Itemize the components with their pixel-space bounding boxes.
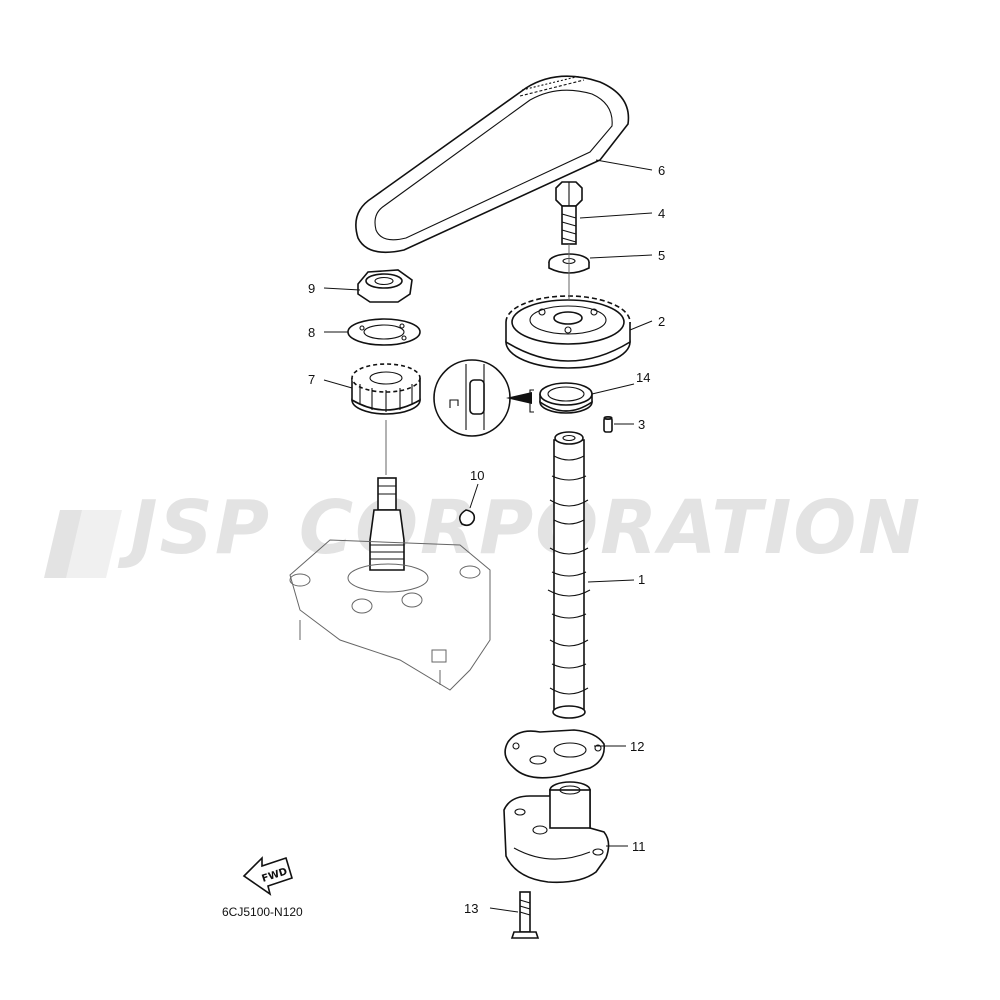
callout-5: 5 bbox=[658, 248, 665, 263]
watermark-text: JSP CORPORATION bbox=[117, 485, 922, 571]
callout-2: 2 bbox=[658, 314, 665, 329]
crankshaft-block bbox=[289, 477, 491, 691]
callout-13: 13 bbox=[464, 901, 478, 916]
watermark: JSP CORPORATION bbox=[44, 485, 922, 578]
timing-belt bbox=[355, 75, 630, 254]
camshaft-pulley bbox=[505, 295, 631, 369]
callout-4: 4 bbox=[658, 206, 665, 221]
callout-1: 1 bbox=[638, 572, 645, 587]
plate-washer bbox=[347, 318, 421, 346]
callout-11: 11 bbox=[632, 839, 646, 854]
callout-10: 10 bbox=[470, 468, 484, 483]
pulley-nut bbox=[357, 269, 413, 303]
callout-8: 8 bbox=[308, 325, 315, 340]
oil-pump-bolt bbox=[510, 891, 540, 939]
leader-lines bbox=[323, 159, 653, 913]
callout-7: 7 bbox=[308, 372, 315, 387]
dowel-pin bbox=[603, 415, 613, 433]
callout-12: 12 bbox=[630, 739, 644, 754]
callout-9: 9 bbox=[308, 281, 315, 296]
oil-seal-detail-view bbox=[433, 359, 532, 437]
woodruff-key bbox=[458, 509, 476, 527]
diagram-code: 6CJ5100-N120 bbox=[222, 905, 303, 919]
oil-pump-gasket bbox=[504, 729, 606, 779]
watermark-logo-icon bbox=[44, 510, 122, 578]
callout-14: 14 bbox=[636, 370, 650, 385]
camshaft bbox=[547, 431, 591, 719]
driven-pulley bbox=[351, 363, 421, 415]
oil-seal bbox=[529, 382, 593, 414]
callout-3: 3 bbox=[638, 417, 645, 432]
cam-pulley-bolt bbox=[555, 181, 583, 245]
oil-pump bbox=[503, 781, 610, 884]
callouts: 6 4 5 2 14 3 1 12 11 13 9 8 7 10 bbox=[308, 163, 665, 916]
callout-6: 6 bbox=[658, 163, 665, 178]
fwd-arrow-icon: FWD bbox=[242, 856, 293, 896]
